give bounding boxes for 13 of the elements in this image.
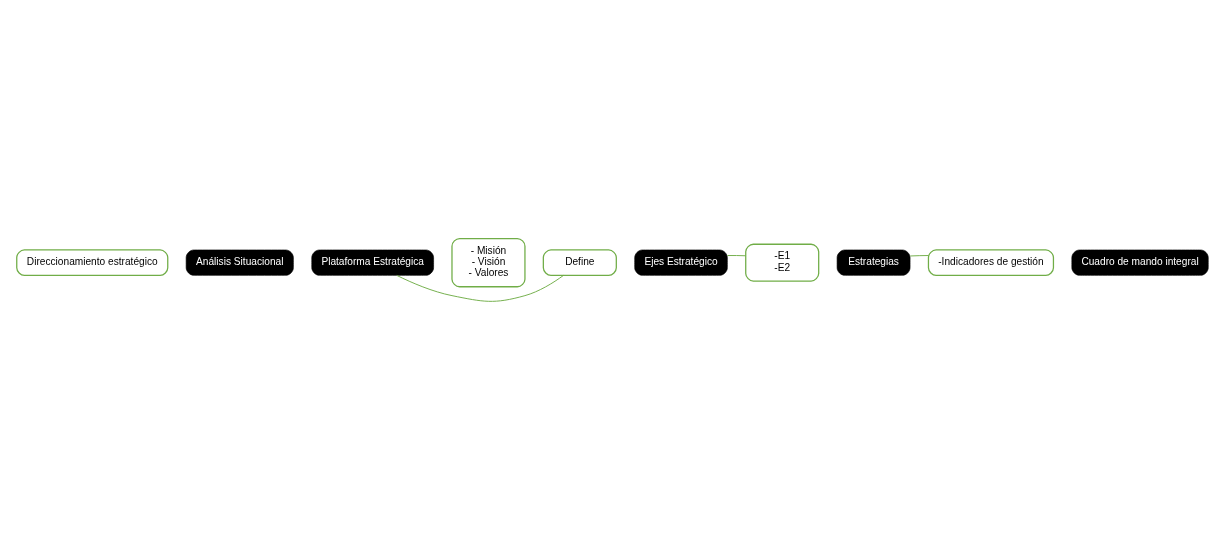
node-box: -E1 -E2 — [745, 243, 820, 282]
node-box: Estrategias — [836, 249, 911, 276]
node-box: Análisis Situacional — [185, 249, 294, 276]
connector — [727, 255, 747, 257]
connector — [909, 255, 929, 257]
node-box: Ejes Estratégico — [634, 249, 728, 276]
node-box: Direccionamiento estratégico — [16, 249, 169, 276]
node-box: Define — [542, 249, 617, 276]
connector — [396, 274, 564, 302]
node-box: -Indicadores de gestión — [927, 249, 1055, 276]
node-box: Cuadro de mando integral — [1071, 249, 1209, 276]
node-box: Plataforma Estratégica — [311, 249, 434, 276]
node-box: - Misión - Visión - Valores — [451, 237, 526, 288]
